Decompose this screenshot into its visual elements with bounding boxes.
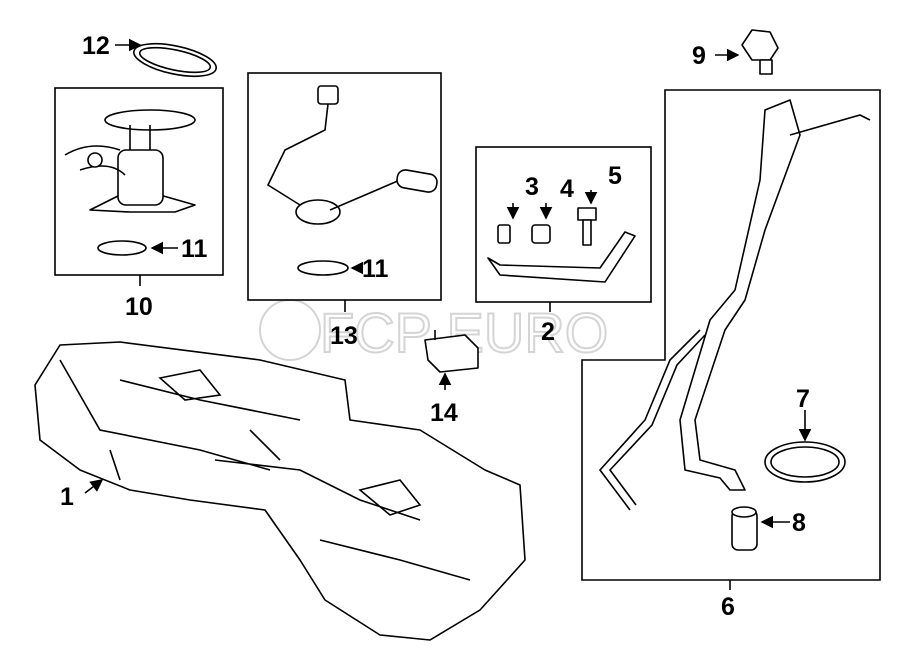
filler-pipe-part: [598, 99, 871, 511]
fuel-sender-part: [266, 85, 438, 225]
callout-9: 9: [692, 42, 706, 70]
group-box-fuel-pump: [54, 87, 224, 276]
callout-6: 6: [721, 593, 735, 621]
callout-3: 3: [525, 173, 539, 201]
module-part: [424, 330, 479, 373]
lock-ring-part: [133, 42, 217, 78]
callout-13: 13: [330, 322, 358, 350]
callout-5: 5: [608, 162, 622, 190]
callout-10: 10: [125, 293, 153, 321]
hose-part: [731, 506, 758, 551]
callout-4: 4: [560, 175, 574, 203]
fuel-tank-part: [34, 341, 526, 641]
bracket-parts: [487, 207, 636, 283]
group-box-filler-pipe: [581, 89, 881, 581]
group-box-bracket: [475, 146, 652, 303]
fuel-cap-part: [741, 29, 779, 75]
callout-7: 7: [796, 385, 810, 413]
fuel-pump-part: [64, 109, 196, 213]
callout-2: 2: [541, 318, 555, 346]
callout-14: 14: [430, 399, 458, 427]
callout-1: 1: [60, 483, 74, 511]
callout-8: 8: [792, 509, 806, 537]
clamp-part: [764, 441, 846, 483]
callout-12: 12: [82, 32, 110, 60]
callout-11-pump: 11: [181, 235, 208, 263]
callout-11-sender: 11: [362, 255, 389, 283]
pump-seal-part: [97, 240, 147, 256]
sender-seal-part: [297, 260, 349, 276]
